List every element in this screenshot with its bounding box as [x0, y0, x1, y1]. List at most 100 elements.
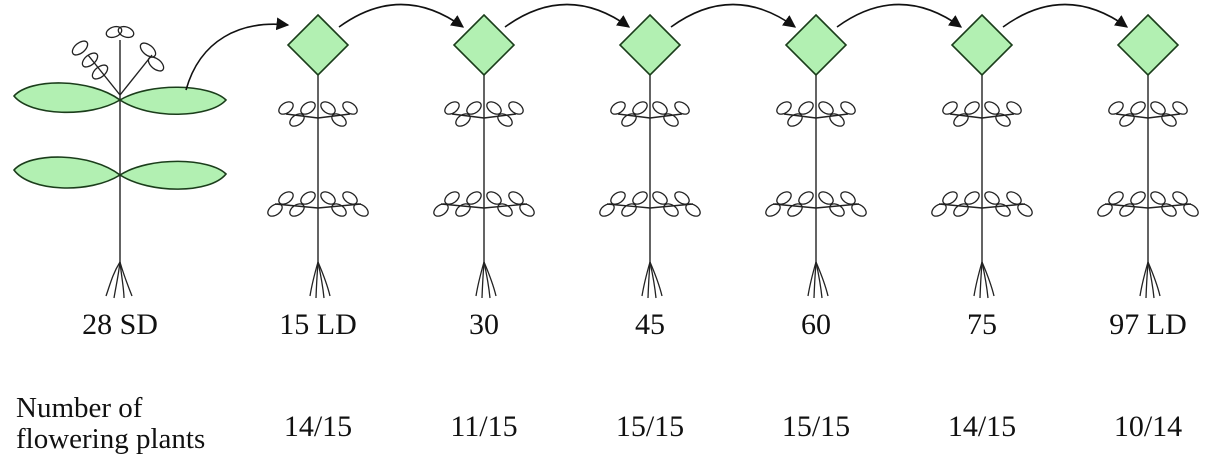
- petiole: [606, 203, 651, 209]
- leaflet: [652, 101, 668, 115]
- petiole: [440, 203, 485, 209]
- leaflet: [818, 101, 834, 115]
- leaflet: [984, 191, 1000, 205]
- leaf-upper-left: [12, 82, 122, 114]
- leaflet: [433, 203, 449, 217]
- leaflet: [1183, 203, 1199, 217]
- leaflet: [632, 191, 648, 205]
- leaflet: [840, 191, 856, 205]
- petiole: [483, 203, 528, 209]
- root: [807, 261, 817, 297]
- petiole: [451, 113, 485, 119]
- source-roots: [105, 261, 133, 299]
- transfer-arrow: [670, 3, 797, 28]
- root: [973, 261, 983, 297]
- petiole: [815, 113, 849, 119]
- grafted-plant: [765, 13, 867, 299]
- leaflet: [1150, 191, 1166, 205]
- flowering-count: 14/15: [283, 410, 353, 443]
- leaflet: [300, 191, 316, 205]
- root: [815, 261, 829, 297]
- flowering-count: 11/15: [450, 410, 518, 443]
- root: [813, 261, 817, 299]
- stage-label: 28 SD: [82, 308, 158, 341]
- leaflet: [663, 113, 679, 127]
- grafted-plant: [433, 13, 535, 299]
- petiole: [649, 203, 694, 209]
- leaflet: [621, 113, 637, 127]
- transfer-arrow: [504, 3, 631, 28]
- stage-label: 45: [635, 308, 665, 341]
- leaflet: [342, 101, 358, 115]
- leaflet: [829, 113, 845, 127]
- root: [1145, 261, 1149, 299]
- root: [317, 261, 325, 299]
- leaflet: [931, 203, 947, 217]
- petiole: [483, 113, 517, 119]
- leaflet: [278, 101, 294, 115]
- petiole: [783, 113, 817, 119]
- petiole: [938, 203, 983, 209]
- source-small-leaves: [71, 25, 165, 96]
- leaflet: [851, 203, 867, 217]
- leaflet: [953, 113, 969, 127]
- petiole: [949, 113, 983, 119]
- leaflet: [840, 101, 856, 115]
- leaf-upper-right: [118, 86, 228, 115]
- row-title-line2: flowering plants: [16, 423, 206, 455]
- flowering-count: 14/15: [947, 410, 1017, 443]
- leaflet: [942, 101, 958, 115]
- leaflet: [1161, 113, 1177, 127]
- leaflet: [674, 191, 690, 205]
- graft-diamond: [950, 13, 1014, 77]
- petiole: [274, 203, 319, 209]
- leaflet: [765, 203, 781, 217]
- leaflet: [1108, 191, 1124, 205]
- root: [649, 261, 657, 299]
- petiole: [317, 203, 362, 209]
- root: [1147, 261, 1155, 299]
- leaflet: [444, 101, 460, 115]
- source-plant: [12, 25, 228, 299]
- petiole: [285, 113, 319, 119]
- grafted-plant: [931, 13, 1033, 299]
- leaflet: [1006, 101, 1022, 115]
- leaflet: [610, 191, 626, 205]
- root: [979, 261, 983, 299]
- leaflet: [1130, 191, 1146, 205]
- stage-label: 97 LD: [1109, 308, 1187, 341]
- leaflet: [1017, 203, 1033, 217]
- petiole: [1104, 203, 1149, 209]
- root: [1139, 261, 1149, 297]
- leaflet: [267, 203, 283, 217]
- leaflet: [289, 113, 305, 127]
- petiole: [981, 113, 1015, 119]
- leaflet: [674, 101, 690, 115]
- petiole: [1115, 113, 1149, 119]
- root: [1147, 261, 1161, 297]
- leaflet: [610, 101, 626, 115]
- leaflet: [320, 101, 336, 115]
- leaflet: [1119, 113, 1135, 127]
- root: [981, 261, 995, 297]
- leaflet: [444, 191, 460, 205]
- graft-diamond: [286, 13, 350, 77]
- root: [309, 261, 319, 297]
- leaflet: [1172, 191, 1188, 205]
- leaflet: [1130, 101, 1146, 115]
- transfer-arrow: [185, 17, 290, 91]
- leaflet: [685, 203, 701, 217]
- stage-label: 15 LD: [279, 308, 357, 341]
- leaflet: [300, 101, 316, 115]
- leaflet: [353, 203, 369, 217]
- leaflet: [1097, 203, 1113, 217]
- leaflet: [508, 191, 524, 205]
- flowering-count: 15/15: [615, 410, 685, 443]
- grafted-plant: [1097, 13, 1199, 299]
- leaflet: [1172, 101, 1188, 115]
- grafted-plant: [267, 13, 369, 299]
- petiole: [1147, 113, 1181, 119]
- graft-diamond: [452, 13, 516, 77]
- grafted-plant: [599, 13, 701, 299]
